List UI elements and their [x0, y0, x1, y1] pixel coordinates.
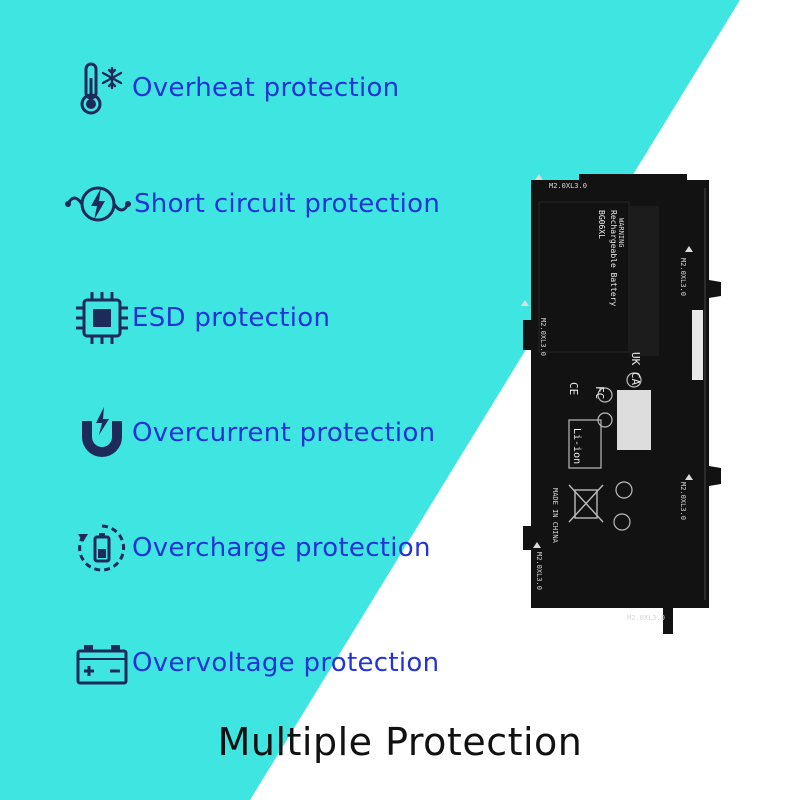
screw-label-left: M2.0XL3.0	[539, 318, 547, 356]
battery-model: BG06XL	[597, 210, 606, 239]
feature-overcharge: Overcharge protection	[74, 518, 431, 578]
origin-label: MADE IN CHINA	[551, 488, 559, 543]
screw-label-bottom: M2.0XL3.0	[627, 614, 665, 622]
magnet-lightning-icon	[74, 405, 130, 461]
battery-type: Rechargeable Battery	[609, 210, 618, 307]
chemistry-label: Li-ion	[571, 428, 582, 465]
screw-label-lower-left: M2.0XL3.0	[535, 552, 543, 590]
screw-label-top: M2.0XL3.0	[549, 182, 587, 190]
feature-label: Overvoltage protection	[132, 648, 440, 678]
feature-short-circuit: Short circuit protection	[64, 174, 440, 234]
mark-fc: FC	[593, 386, 606, 400]
feature-overvoltage: Overvoltage protection	[74, 633, 439, 693]
feature-label: Short circuit protection	[134, 189, 441, 219]
chip-icon	[74, 290, 130, 346]
lightning-circuit-icon	[64, 176, 132, 232]
mark-ce: CE	[567, 382, 580, 396]
feature-label: ESD protection	[132, 303, 331, 333]
feature-overcurrent: Overcurrent protection	[74, 403, 435, 463]
feature-label: Overcharge protection	[132, 533, 431, 563]
headline: Multiple Protection	[217, 720, 583, 764]
battery-cycle-icon	[74, 520, 130, 576]
battery-warning: WARNING	[617, 218, 625, 248]
thermometer-snowflake-icon	[74, 60, 130, 116]
mark-ukca: UK CA	[629, 352, 642, 386]
feature-label: Overheat protection	[132, 73, 400, 103]
car-battery-icon	[74, 635, 130, 691]
screw-label-lower-right: M2.0XL3.0	[679, 482, 687, 520]
feature-overheat: Overheat protection	[74, 58, 399, 118]
screw-label-upper-right: M2.0XL3.0	[679, 258, 687, 296]
feature-esd: ESD protection	[74, 288, 330, 348]
battery-product: BG06XL Rechargeable Battery WARNING UK C…	[509, 170, 727, 638]
feature-label: Overcurrent protection	[132, 418, 436, 448]
